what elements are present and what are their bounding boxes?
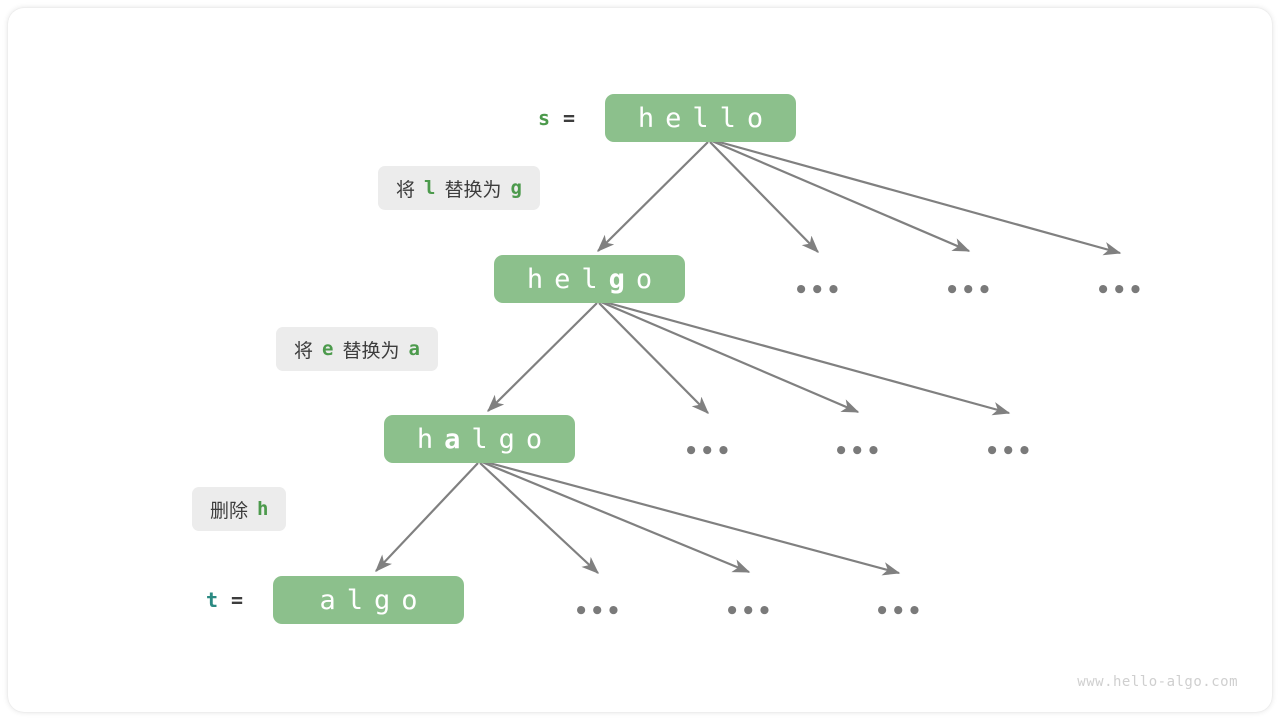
operation-from-char: e (322, 338, 334, 360)
operation-middle: 替换为 (342, 339, 400, 362)
string-node-char: l (719, 102, 747, 134)
ellipsis-marker: ••• (724, 598, 774, 625)
variable-equals-s: = (563, 106, 576, 130)
variable-label-target: t = (206, 576, 243, 624)
operation-label: 删除 h (192, 487, 287, 531)
tree-edge (709, 141, 819, 253)
string-node-char: o (635, 263, 664, 295)
string-node-char: h (526, 263, 555, 295)
string-node-char: l (471, 423, 499, 455)
string-node-char: a (319, 584, 347, 616)
operation-middle: 替换为 (444, 178, 502, 201)
string-node-char: h (416, 423, 445, 455)
operation-prefix: 将 (294, 339, 314, 362)
ellipsis-marker: ••• (984, 438, 1034, 465)
string-node-char: e (554, 263, 582, 295)
tree-edge (479, 462, 599, 574)
variable-equals-t: = (231, 588, 244, 612)
variable-name-t: t (206, 588, 219, 612)
ellipsis-marker: ••• (944, 277, 994, 304)
tree-edge (481, 459, 901, 576)
string-node-char: g (498, 423, 526, 455)
operation-to-char: g (510, 177, 522, 199)
watermark: www.hello-algo.com (1077, 674, 1238, 690)
operation-prefix: 删除 (210, 499, 249, 522)
ellipsis-marker: ••• (874, 598, 924, 625)
tree-edge (600, 300, 860, 414)
ellipsis-marker: ••• (793, 277, 843, 304)
tree-edge (600, 299, 1011, 416)
tree-edge (375, 462, 479, 572)
string-node-char: g (374, 584, 402, 616)
ellipsis-marker: ••• (1095, 277, 1145, 304)
string-node-char: o (525, 423, 554, 455)
operation-from-char: h (257, 498, 269, 520)
variable-label-source: s = (538, 94, 575, 142)
string-node-char: o (746, 102, 775, 134)
string-node-char: h (637, 102, 666, 134)
tree-edge (598, 302, 709, 414)
operation-prefix: 将 (396, 178, 416, 201)
string-node-char: a (444, 423, 472, 455)
string-node-char: l (581, 263, 609, 295)
tree-edge (711, 138, 1122, 256)
string-node-char: l (692, 102, 720, 134)
string-node-char: g (608, 263, 636, 295)
ellipsis-marker: ••• (833, 438, 883, 465)
ellipsis-marker: ••• (573, 598, 623, 625)
ellipsis-marker: ••• (683, 438, 733, 465)
tree-edge (711, 139, 971, 253)
string-node-char: l (346, 584, 374, 616)
string-node-char: e (665, 102, 693, 134)
tree-edge (481, 460, 751, 574)
tree-edge (487, 302, 598, 412)
tree-edge (597, 141, 709, 252)
operation-to-char: a (408, 338, 420, 360)
operation-from-char: l (424, 177, 436, 199)
string-node-char: o (401, 584, 429, 616)
variable-name-s: s (538, 106, 551, 130)
